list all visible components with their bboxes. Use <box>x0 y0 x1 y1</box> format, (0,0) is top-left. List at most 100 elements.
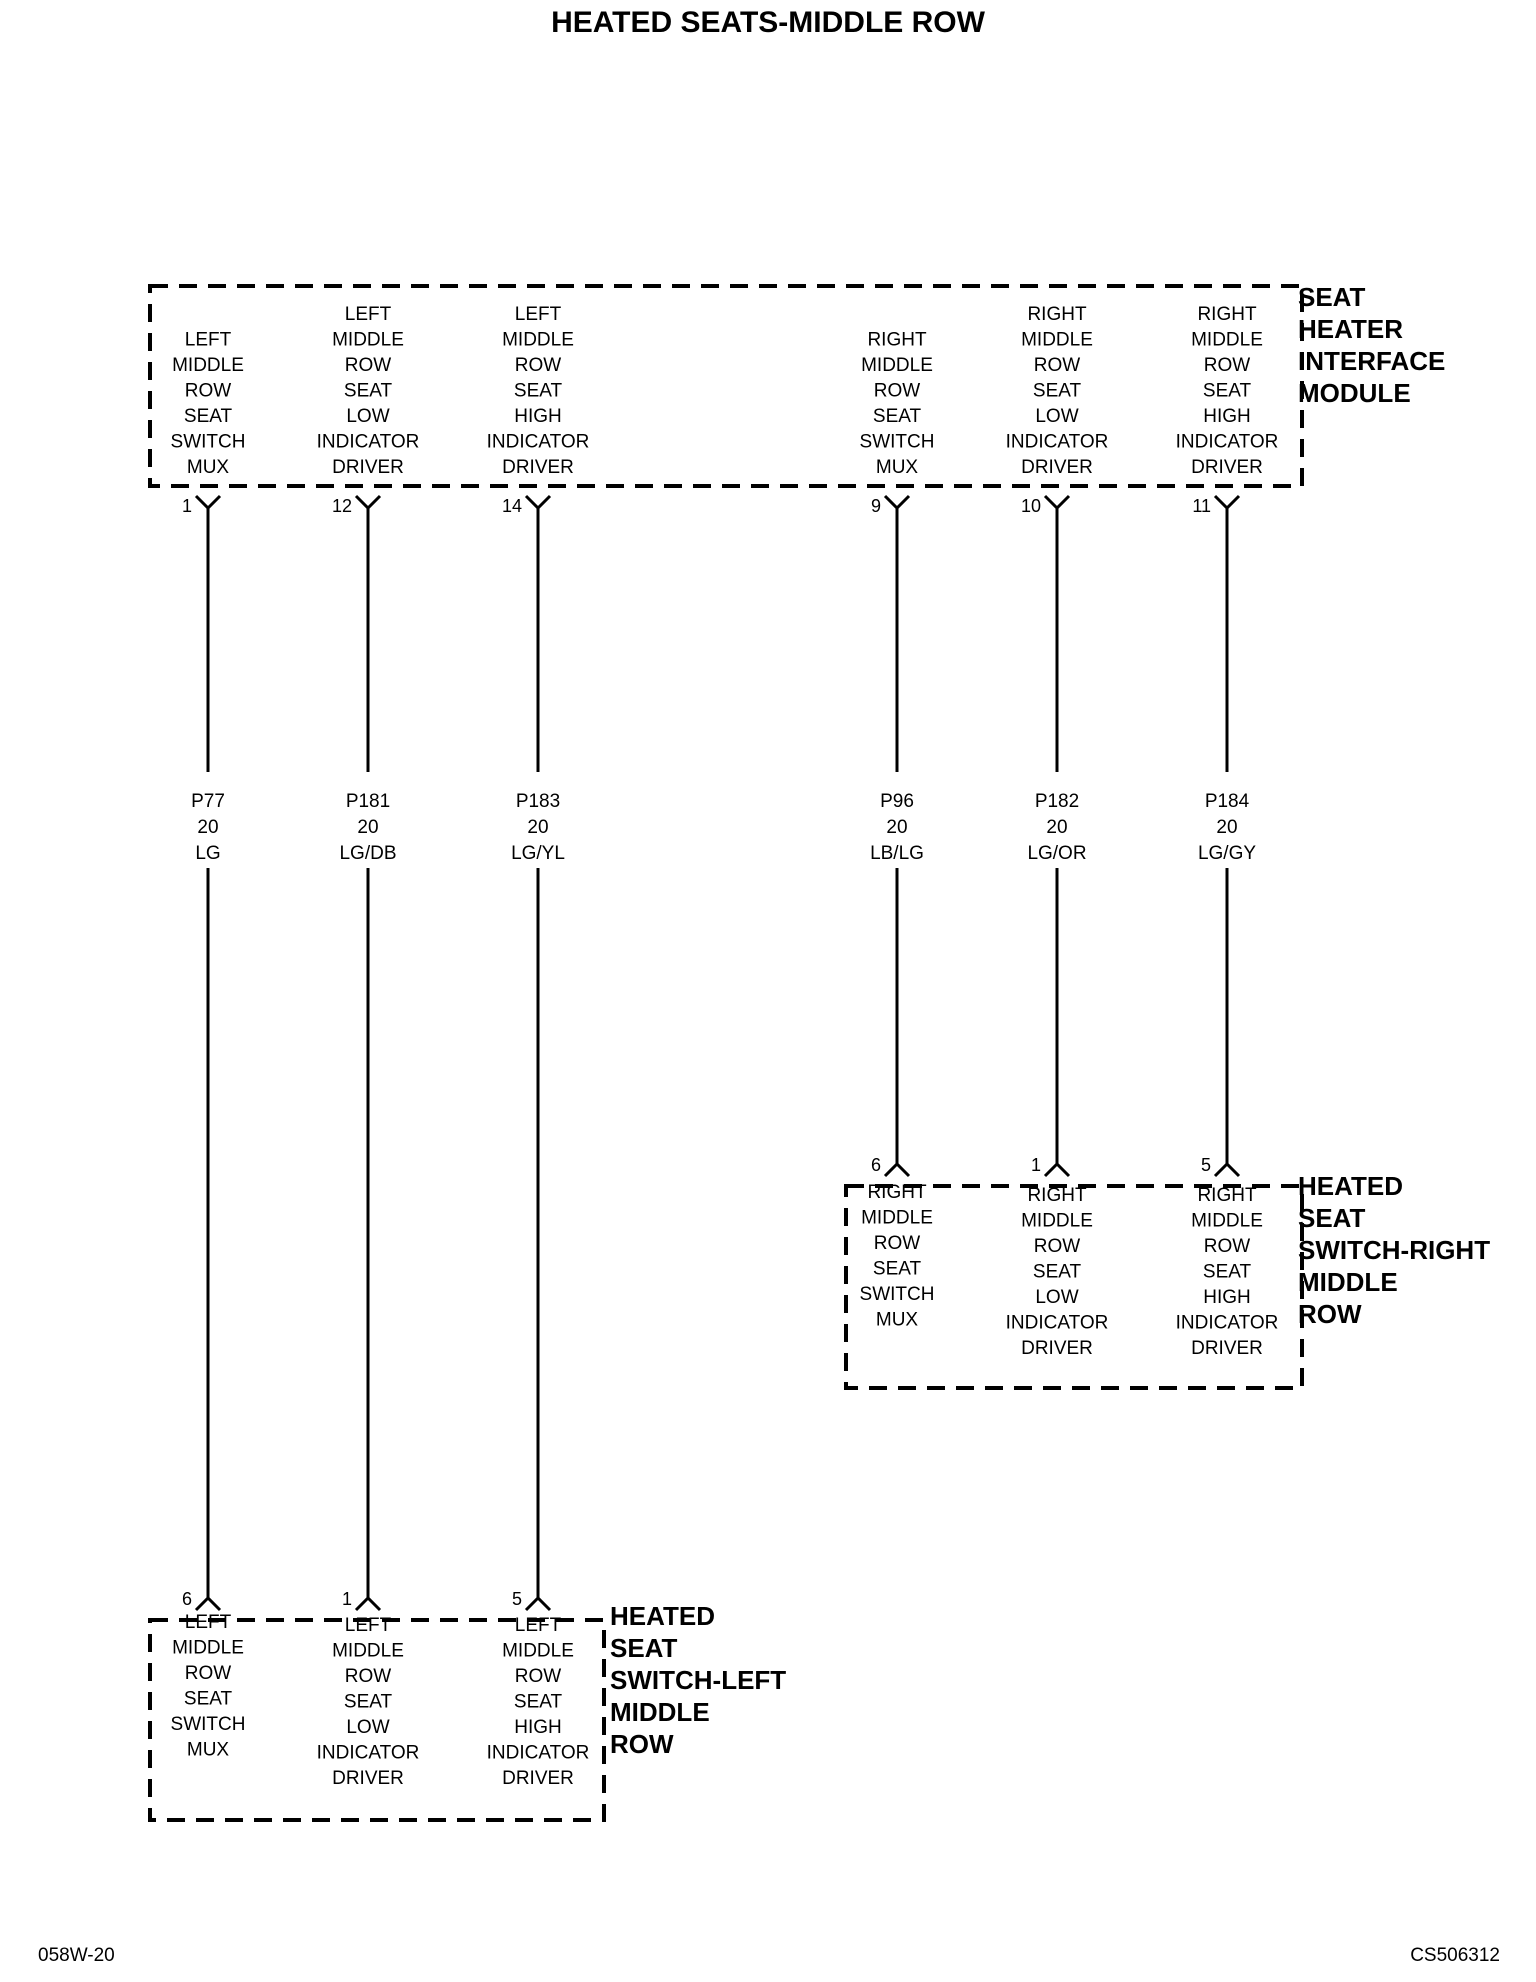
right-switch-pin-label-line: ROW <box>1034 1236 1081 1257</box>
interface-pin-number: 12 <box>332 496 352 516</box>
interface-pin-label-line: LEFT <box>345 304 392 325</box>
wire-color-label: LG/GY <box>1198 843 1256 864</box>
interface-pin-number: 9 <box>871 496 881 516</box>
footer-right: CS506312 <box>1410 1945 1500 1966</box>
right-switch-pin-label-line: ROW <box>874 1233 921 1254</box>
interface-pin-label-line: MIDDLE <box>1191 330 1263 351</box>
wire-gauge-label: 20 <box>1216 817 1237 838</box>
left-switch-name: HEATED <box>610 1601 715 1631</box>
connector-symbol <box>1043 494 1071 511</box>
wire-color-label: LG/YL <box>511 843 565 864</box>
interface-pin-label-line: INDICATOR <box>1006 432 1109 453</box>
interface-pin-label-line: INDICATOR <box>1176 432 1279 453</box>
connector-symbol <box>524 494 552 511</box>
interface-pin-label-line: LEFT <box>515 304 562 325</box>
right-switch-pin-number: 6 <box>871 1155 881 1175</box>
interface-module-name: HEATER <box>1298 314 1403 344</box>
left-switch-name: ROW <box>610 1729 674 1759</box>
right-switch-name: MIDDLE <box>1298 1267 1398 1297</box>
wire-circuit-label: P184 <box>1205 791 1250 812</box>
interface-pin-label-line: SEAT <box>1203 381 1252 402</box>
connector-symbol <box>194 494 222 511</box>
left-switch-pin-number: 5 <box>512 1589 522 1609</box>
left-switch-pin-label-line: ROW <box>515 1666 562 1687</box>
left-switch-box <box>148 1618 606 1822</box>
interface-pin-number: 1 <box>182 496 192 516</box>
interface-pin-label-line: INDICATOR <box>487 432 590 453</box>
wire-circuit-label: P183 <box>516 791 560 812</box>
left-switch-pin-label-line: INDICATOR <box>487 1743 590 1764</box>
right-switch-pin-label-line: SEAT <box>1203 1262 1252 1283</box>
left-switch-pin-label-line: LOW <box>346 1717 389 1738</box>
wire-color-label: LG/OR <box>1027 843 1086 864</box>
interface-pin-label-line: MIDDLE <box>861 355 933 376</box>
interface-pin-label-line: ROW <box>185 381 232 402</box>
right-switch-pin-label-line: MIDDLE <box>1191 1211 1263 1232</box>
interface-pin-label-line: SEAT <box>1033 381 1082 402</box>
connector-symbol <box>354 494 382 511</box>
connector-symbol <box>194 1595 222 1612</box>
right-switch-name: HEATED <box>1298 1171 1403 1201</box>
page-title: HEATED SEATS-MIDDLE ROW <box>551 6 986 39</box>
wire-circuit-label: P182 <box>1035 791 1079 812</box>
left-switch-name: SEAT <box>610 1633 678 1663</box>
interface-pin-label-line: ROW <box>515 355 562 376</box>
left-switch-pin-label-line: ROW <box>185 1663 232 1684</box>
right-switch-pin-label-line: RIGHT <box>1027 1185 1087 1206</box>
wire-color-label: LG <box>195 843 220 864</box>
interface-pin-label-line: INDICATOR <box>317 432 420 453</box>
right-switch-pin-label-line: ROW <box>1204 1236 1251 1257</box>
left-switch-pin-number: 6 <box>182 1589 192 1609</box>
interface-pin-label-line: SWITCH <box>860 432 935 453</box>
right-switch-pin-label-line: INDICATOR <box>1006 1313 1109 1334</box>
interface-pin-label-line: SEAT <box>873 406 922 427</box>
interface-pin-label-line: MIDDLE <box>332 330 404 351</box>
wire-gauge-label: 20 <box>886 817 907 838</box>
interface-pin-label-line: ROW <box>1034 355 1081 376</box>
interface-module-name: INTERFACE <box>1298 346 1445 376</box>
left-switch-pin-label-line: LEFT <box>345 1615 392 1636</box>
interface-pin-label-line: MUX <box>876 457 919 478</box>
interface-pin-label-line: SEAT <box>514 381 563 402</box>
wire-gauge-label: 20 <box>197 817 218 838</box>
interface-pin-label-line: SEAT <box>344 381 393 402</box>
connector-symbol <box>524 1595 552 1612</box>
right-switch-pin-number: 5 <box>1201 1155 1211 1175</box>
right-switch-name: SWITCH-RIGHT <box>1298 1235 1490 1265</box>
interface-pin-number: 14 <box>502 496 522 516</box>
right-switch-pin-label-line: LOW <box>1035 1287 1078 1308</box>
interface-pin-label-line: ROW <box>1204 355 1251 376</box>
left-switch-name: SWITCH-LEFT <box>610 1665 786 1695</box>
interface-pin-label-line: MIDDLE <box>1021 330 1093 351</box>
connector-symbol <box>883 1161 911 1178</box>
right-switch-pin-label-line: HIGH <box>1203 1287 1251 1308</box>
interface-pin-label-line: DRIVER <box>502 457 574 478</box>
left-switch-pin-label-line: DRIVER <box>332 1768 404 1789</box>
right-switch-pin-label-line: DRIVER <box>1191 1338 1263 1359</box>
wire-circuit-label: P77 <box>191 791 225 812</box>
right-switch-pin-label-line: RIGHT <box>867 1182 927 1203</box>
left-switch-pin-label-line: MIDDLE <box>502 1641 574 1662</box>
wire-circuit-label: P96 <box>880 791 914 812</box>
connector-symbol <box>1043 1161 1071 1178</box>
right-switch-pin-label-line: MIDDLE <box>1021 1211 1093 1232</box>
interface-pin-label-line: LOW <box>1035 406 1078 427</box>
left-switch-pin-label-line: SEAT <box>344 1692 393 1713</box>
interface-pin-label-line: SWITCH <box>171 432 246 453</box>
right-switch-box <box>844 1184 1304 1390</box>
wire-color-label: LG/DB <box>339 843 396 864</box>
interface-pin-label-line: RIGHT <box>1197 304 1257 325</box>
left-switch-name: MIDDLE <box>610 1697 710 1727</box>
interface-module-box <box>148 284 1304 488</box>
left-switch-pin-label-line: INDICATOR <box>317 1743 420 1764</box>
left-switch-pin-label-line: DRIVER <box>502 1768 574 1789</box>
interface-pin-number: 11 <box>1192 496 1211 516</box>
connector-symbol <box>1213 494 1241 511</box>
right-switch-pin-label-line: DRIVER <box>1021 1338 1093 1359</box>
right-switch-pin-label-line: RIGHT <box>1197 1185 1257 1206</box>
interface-pin-label-line: MIDDLE <box>172 355 244 376</box>
right-switch-pin-label-line: INDICATOR <box>1176 1313 1279 1334</box>
interface-pin-label-line: RIGHT <box>1027 304 1087 325</box>
right-switch-pin-label-line: MUX <box>876 1310 919 1331</box>
left-switch-pin-label-line: LEFT <box>185 1612 232 1633</box>
